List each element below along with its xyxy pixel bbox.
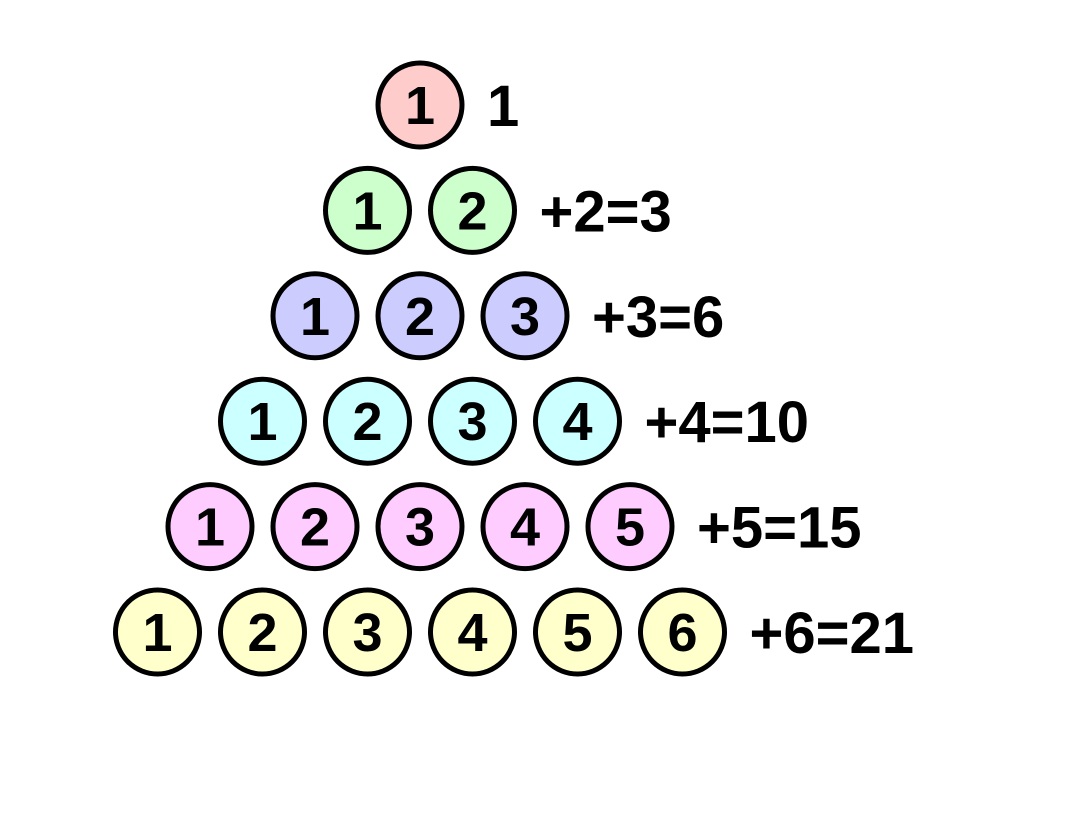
row-3: 1 2 3 +3=6 <box>270 271 724 361</box>
circle <box>270 271 360 361</box>
circle <box>323 165 412 255</box>
circle <box>323 376 412 466</box>
circle <box>375 482 465 572</box>
circle-number: 4 <box>562 392 592 452</box>
circle <box>113 587 202 677</box>
circle-number: 1 <box>142 603 172 663</box>
row-5: 1 2 3 4 5 +5=15 <box>165 482 862 572</box>
circle-number: 4 <box>457 603 487 663</box>
row-sum-label: +5=15 <box>697 496 862 561</box>
circle-number: 3 <box>510 287 540 347</box>
row-sum-label: +4=10 <box>645 390 810 455</box>
circle-number: 2 <box>247 603 277 663</box>
circle <box>428 376 517 466</box>
circle <box>218 587 307 677</box>
circle <box>218 376 307 466</box>
circle-number: 1 <box>195 498 225 558</box>
row-4: 1 2 3 4 +4=10 <box>218 376 810 466</box>
circle <box>480 271 570 361</box>
row-sum-label: +3=6 <box>592 285 724 350</box>
circle-number: 2 <box>405 287 435 347</box>
circle-number: 2 <box>300 498 330 558</box>
circle-number: 3 <box>352 603 382 663</box>
circle-number: 2 <box>457 181 487 241</box>
circle-number: 5 <box>615 498 645 558</box>
circle-number: 1 <box>405 76 435 136</box>
circle <box>165 482 255 572</box>
circle <box>638 587 727 677</box>
circle <box>480 482 570 572</box>
circle-number: 1 <box>247 392 277 452</box>
circle <box>428 165 517 255</box>
circle-number: 3 <box>457 392 487 452</box>
circle <box>323 587 412 677</box>
circle <box>375 60 465 150</box>
circle <box>533 376 622 466</box>
circle <box>270 482 360 572</box>
circle <box>533 587 622 677</box>
circle-number: 2 <box>352 392 382 452</box>
circle-number: 1 <box>352 181 382 241</box>
row-2: 1 2 +2=3 <box>323 165 672 255</box>
row-sum-label: +2=3 <box>540 179 672 244</box>
row-sum-label: +6=21 <box>750 601 915 666</box>
circle-number: 3 <box>405 498 435 558</box>
circle <box>375 271 465 361</box>
circle <box>428 587 517 677</box>
circle-number: 4 <box>510 498 540 558</box>
circle <box>585 482 675 572</box>
row-sum-label: 1 <box>487 74 519 139</box>
circle-number: 5 <box>562 603 592 663</box>
circle-number: 1 <box>300 287 330 347</box>
row-6: 1 2 3 4 5 6 +6=21 <box>113 587 915 677</box>
circle-number: 6 <box>667 603 697 663</box>
